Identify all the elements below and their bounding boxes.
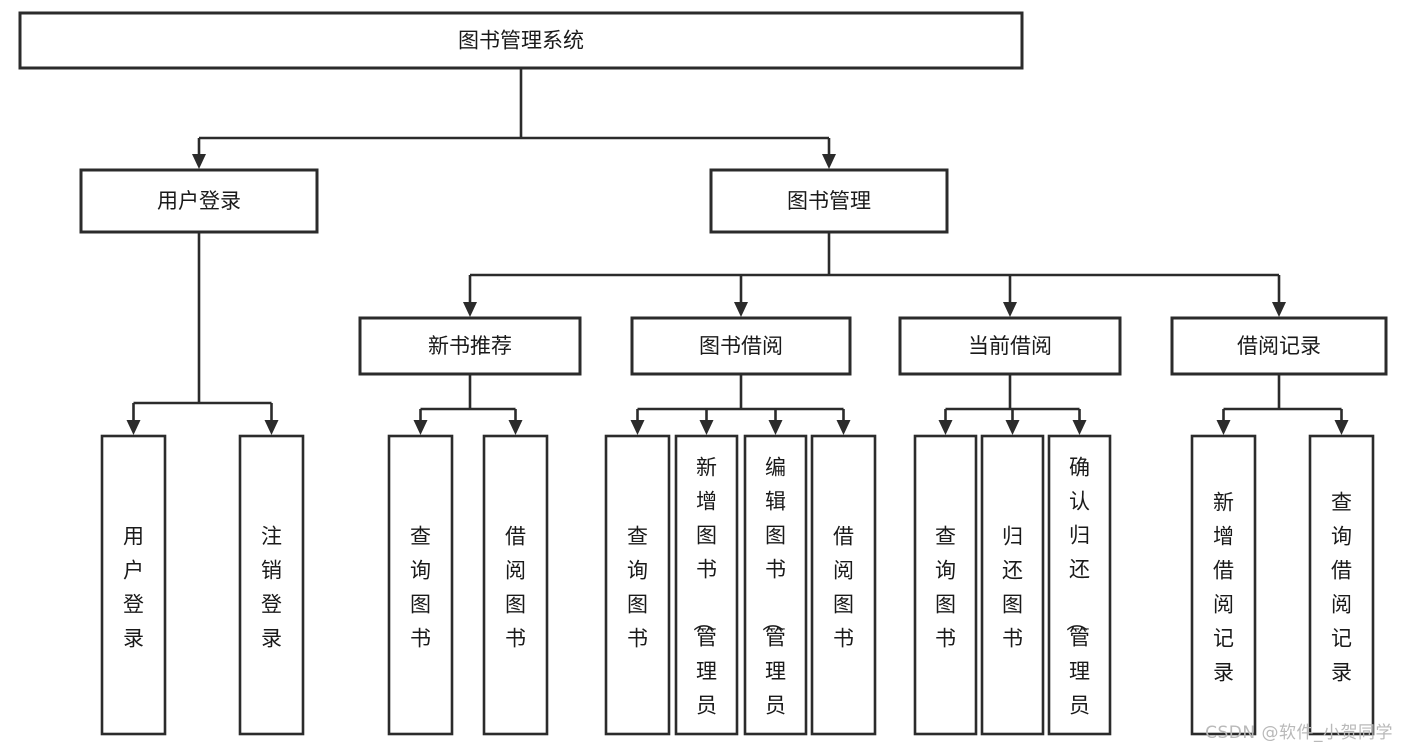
node-book-management[interactable]: 图书管理: [709, 168, 949, 234]
node-leaf-logout[interactable]: 注销登录: [238, 434, 305, 736]
arrow-head-icon: [463, 302, 477, 317]
node-label-root: 图书管理系统: [458, 29, 584, 53]
node-label-leaf-borrow-book: 借阅图书: [833, 525, 854, 651]
node-box-leaf-borrow-book-recommend[interactable]: [482, 434, 549, 736]
node-box-leaf-logout[interactable]: [238, 434, 305, 736]
node-leaf-return-book[interactable]: 归还图书: [980, 434, 1045, 736]
node-leaf-user-login[interactable]: 用户登录: [100, 434, 167, 736]
node-box-leaf-query-book-borrow[interactable]: [604, 434, 671, 736]
node-box-leaf-add-book-admin[interactable]: [674, 434, 739, 736]
arrow-head-icon: [1272, 302, 1286, 317]
node-label-book-management: 图书管理: [787, 189, 871, 213]
node-label-leaf-return-book: 归还图书: [1002, 525, 1023, 651]
node-box-borrow-record[interactable]: [1170, 316, 1388, 376]
node-leaf-query-book-borrow[interactable]: 查询图书: [604, 434, 671, 736]
node-box-user-login[interactable]: [79, 168, 319, 234]
arrow-head-icon: [413, 420, 428, 435]
node-box-root[interactable]: [18, 11, 1024, 70]
node-label-leaf-query-book-borrow: 查询图书: [627, 525, 648, 651]
nodes-layer: 图书管理系统用户登录图书管理新书推荐图书借阅当前借阅借阅记录用户登录注销登录查询…: [18, 11, 1388, 747]
node-label-book-borrow: 图书借阅: [699, 334, 783, 358]
node-leaf-edit-book-admin[interactable]: 编辑图书（管理员）: [743, 434, 808, 747]
edge-current-leaves: [938, 374, 1087, 435]
node-label-leaf-query-book-current: 查询图书: [935, 525, 956, 651]
node-book-borrow[interactable]: 图书借阅: [630, 316, 852, 376]
node-box-leaf-confirm-return-admin[interactable]: [1047, 434, 1112, 736]
arrow-head-icon: [630, 420, 645, 435]
node-box-current-borrow[interactable]: [898, 316, 1122, 376]
node-leaf-query-book-current[interactable]: 查询图书: [913, 434, 978, 736]
connectors-layer: [126, 68, 1349, 435]
edge-record-leaves: [1216, 374, 1349, 435]
watermark-text: CSDN @软件_小贺同学: [1205, 723, 1393, 743]
node-leaf-query-book-recommend[interactable]: 查询图书: [387, 434, 454, 736]
node-label-leaf-confirm-return-admin: 确认归还（管理员）: [1064, 455, 1090, 747]
arrow-head-icon: [508, 420, 523, 435]
node-new-book-recommend[interactable]: 新书推荐: [358, 316, 582, 376]
node-label-leaf-query-borrow-record: 查询借阅记录: [1331, 491, 1352, 685]
arrow-head-icon: [1005, 420, 1020, 435]
arrow-head-icon: [734, 302, 748, 317]
arrow-head-icon: [699, 420, 714, 435]
node-leaf-confirm-return-admin[interactable]: 确认归还（管理员）: [1047, 434, 1112, 747]
arrow-head-icon: [1216, 420, 1231, 435]
arrow-head-icon: [1334, 420, 1349, 435]
node-box-leaf-query-book-current[interactable]: [913, 434, 978, 736]
node-label-leaf-add-book-admin: 新增图书（管理员）: [691, 455, 717, 747]
node-root[interactable]: 图书管理系统: [18, 11, 1024, 70]
edge-borrow-leaves: [630, 374, 851, 435]
node-box-leaf-borrow-book[interactable]: [810, 434, 877, 736]
arrow-head-icon: [822, 154, 836, 169]
node-label-borrow-record: 借阅记录: [1237, 334, 1321, 358]
node-leaf-query-borrow-record[interactable]: 查询借阅记录: [1308, 434, 1375, 736]
arrow-head-icon: [1072, 420, 1087, 435]
arrow-head-icon: [938, 420, 953, 435]
node-user-login[interactable]: 用户登录: [79, 168, 319, 234]
arrow-head-icon: [264, 420, 279, 435]
node-current-borrow[interactable]: 当前借阅: [898, 316, 1122, 376]
node-box-leaf-edit-book-admin[interactable]: [743, 434, 808, 736]
node-label-leaf-query-book-recommend: 查询图书: [410, 525, 431, 651]
node-borrow-record[interactable]: 借阅记录: [1170, 316, 1388, 376]
arrow-head-icon: [126, 420, 141, 435]
edge-bookmgmt-level3: [463, 232, 1286, 317]
node-leaf-add-borrow-record[interactable]: 新增借阅记录: [1190, 434, 1257, 736]
node-box-new-book-recommend[interactable]: [358, 316, 582, 376]
arrow-head-icon: [836, 420, 851, 435]
edge-userlogin-leaves: [126, 232, 279, 435]
arrow-head-icon: [192, 154, 206, 169]
node-label-leaf-user-login: 用户登录: [123, 525, 144, 651]
node-label-user-login: 用户登录: [157, 189, 241, 213]
node-box-book-borrow[interactable]: [630, 316, 852, 376]
node-leaf-borrow-book-recommend[interactable]: 借阅图书: [482, 434, 549, 736]
node-box-leaf-query-borrow-record[interactable]: [1308, 434, 1375, 736]
node-box-leaf-user-login[interactable]: [100, 434, 167, 736]
node-box-book-management[interactable]: [709, 168, 949, 234]
arrow-head-icon: [768, 420, 783, 435]
node-label-leaf-logout: 注销登录: [261, 525, 282, 651]
node-label-leaf-borrow-book-recommend: 借阅图书: [505, 525, 526, 651]
arrow-head-icon: [1003, 302, 1017, 317]
node-box-leaf-add-borrow-record[interactable]: [1190, 434, 1257, 736]
node-leaf-borrow-book[interactable]: 借阅图书: [810, 434, 877, 736]
edge-root-level2: [192, 68, 836, 169]
node-leaf-add-book-admin[interactable]: 新增图书（管理员）: [674, 434, 739, 747]
node-box-leaf-return-book[interactable]: [980, 434, 1045, 736]
node-label-current-borrow: 当前借阅: [968, 334, 1052, 358]
node-label-leaf-add-borrow-record: 新增借阅记录: [1213, 491, 1234, 685]
node-label-leaf-edit-book-admin: 编辑图书（管理员）: [760, 455, 786, 747]
edge-recommend-leaves: [413, 374, 523, 435]
node-label-new-book-recommend: 新书推荐: [428, 334, 512, 358]
node-box-leaf-query-book-recommend[interactable]: [387, 434, 454, 736]
